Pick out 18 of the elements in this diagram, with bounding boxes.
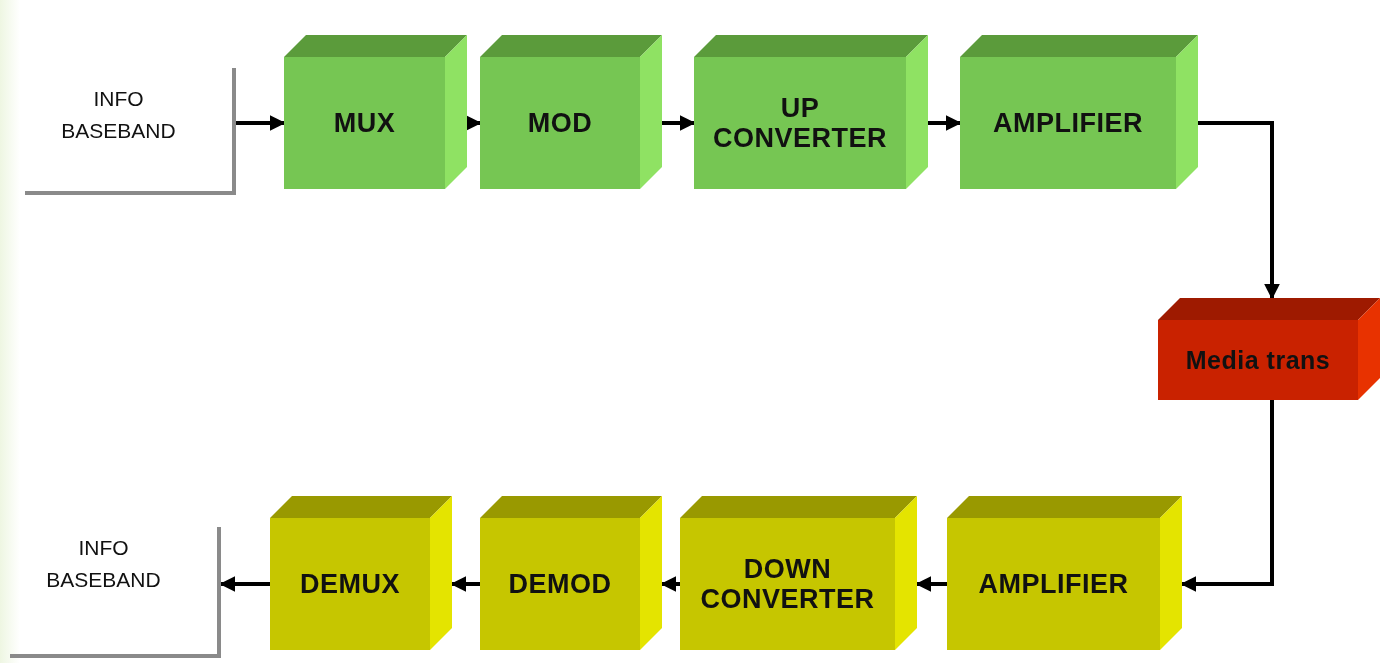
arrow	[1198, 121, 1280, 300]
block-label: MUX	[333, 107, 396, 139]
bracket-frame	[10, 527, 221, 658]
arrow	[236, 115, 286, 131]
signal-label: INFO BASEBAND	[45, 535, 162, 593]
block-label: AMPLIFIER	[993, 107, 1143, 139]
block-label: DEMOD	[508, 568, 612, 600]
block-label: Media trans	[1185, 346, 1331, 374]
block-label: MOD	[527, 107, 593, 139]
arrow	[219, 576, 270, 592]
arrow	[662, 115, 696, 131]
block-label: UP CONVERTER	[712, 92, 888, 154]
arrow	[928, 115, 962, 131]
block-label: DOWN CONVERTER	[699, 553, 876, 615]
bracket-frame	[25, 68, 236, 195]
block-label: AMPLIFIER	[978, 568, 1129, 600]
signal-label: INFO BASEBAND	[60, 86, 177, 144]
block-label: DEMUX	[300, 568, 400, 600]
